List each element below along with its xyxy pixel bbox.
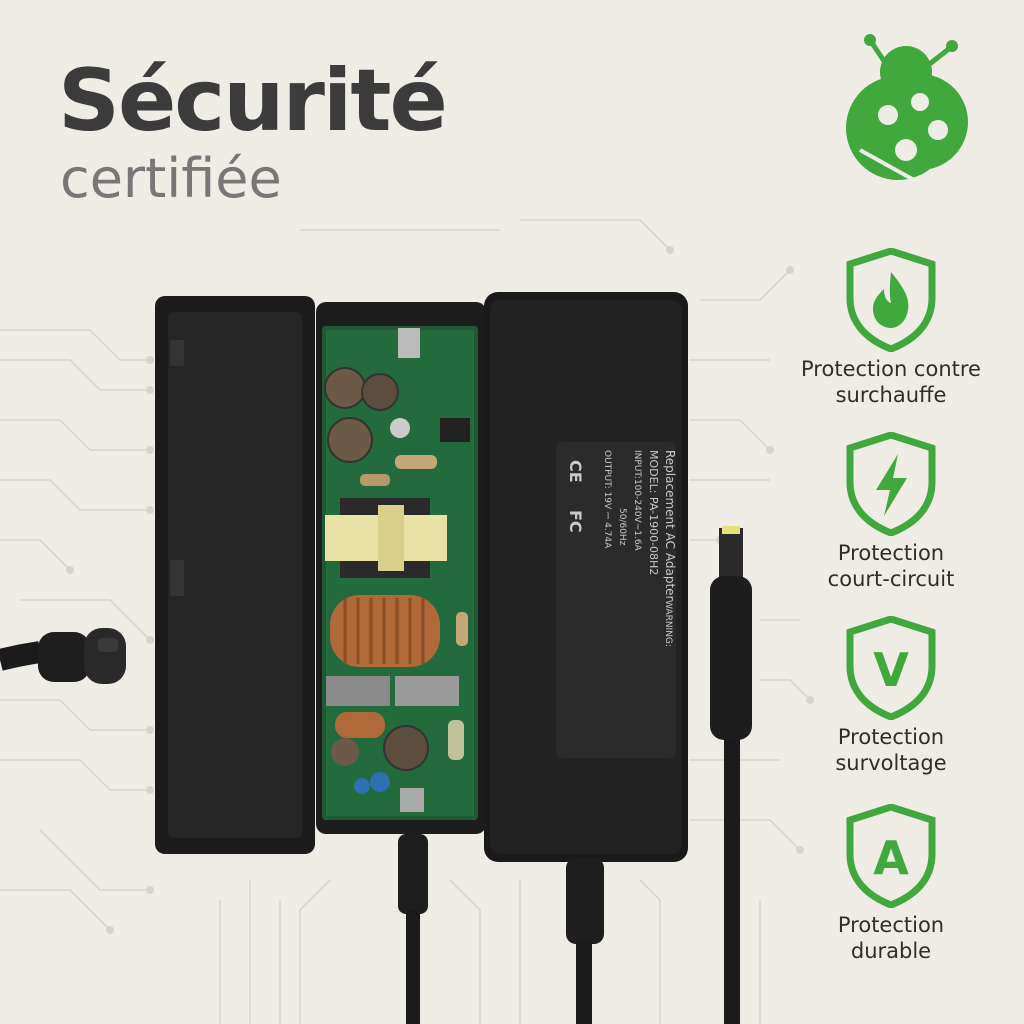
feature-durable: A Protection durable — [778, 804, 1004, 964]
lightning-icon — [846, 432, 936, 536]
adapter-label: Replacement AC Adapter MODEL: PA-1900-08… — [566, 450, 677, 647]
feature-short-circuit-line1: Protection — [837, 541, 945, 565]
letter-v: V — [873, 643, 909, 697]
label-ce-mark: CE — [566, 460, 585, 483]
label-title: Replacement AC Adapter — [663, 450, 677, 601]
label-fc-mark: FC — [566, 510, 585, 533]
adapter-lid — [155, 296, 315, 854]
feature-durable-line1: Protection — [837, 913, 945, 937]
adapter-pcb — [316, 302, 486, 834]
output-cables — [398, 834, 604, 1024]
label-warning: WARNING: — [663, 600, 673, 647]
adapter-body — [484, 292, 688, 862]
feature-overvoltage-line2: survoltage — [835, 751, 947, 775]
letter-a-icon: A — [846, 804, 936, 908]
dc-barrel-plug — [710, 526, 752, 1024]
label-frequency: 50/60Hz — [617, 508, 627, 546]
ac-power-cord — [0, 628, 126, 684]
ladybug-icon — [846, 34, 968, 182]
label-model: MODEL: PA-1900-08H2 — [647, 450, 660, 575]
letter-v-icon: V — [846, 616, 936, 720]
feature-overvoltage-line1: Protection — [837, 725, 945, 749]
feature-overvoltage: V Protection survoltage — [778, 616, 1004, 776]
label-output: OUTPUT: 19V ⎓ 4.74A — [602, 450, 612, 549]
headline-subtitle: certifiée — [60, 147, 282, 210]
headline-title: Sécurité — [58, 51, 448, 151]
letter-a: A — [873, 831, 909, 885]
label-input: INPUT:100-240V~1.6A — [632, 450, 642, 552]
feature-short-circuit: Protection court-circuit — [778, 432, 1004, 592]
feature-overheat-line2: surchauffe — [835, 383, 947, 407]
feature-overheat: Protection contre surchauffe — [778, 248, 1004, 408]
flame-icon — [846, 248, 936, 352]
adapter-illustration: Replacement AC Adapter MODEL: PA-1900-08… — [0, 292, 752, 1024]
feature-short-circuit-line2: court-circuit — [827, 567, 955, 591]
feature-durable-line2: durable — [850, 939, 932, 963]
feature-overheat-line1: Protection contre — [801, 357, 981, 381]
